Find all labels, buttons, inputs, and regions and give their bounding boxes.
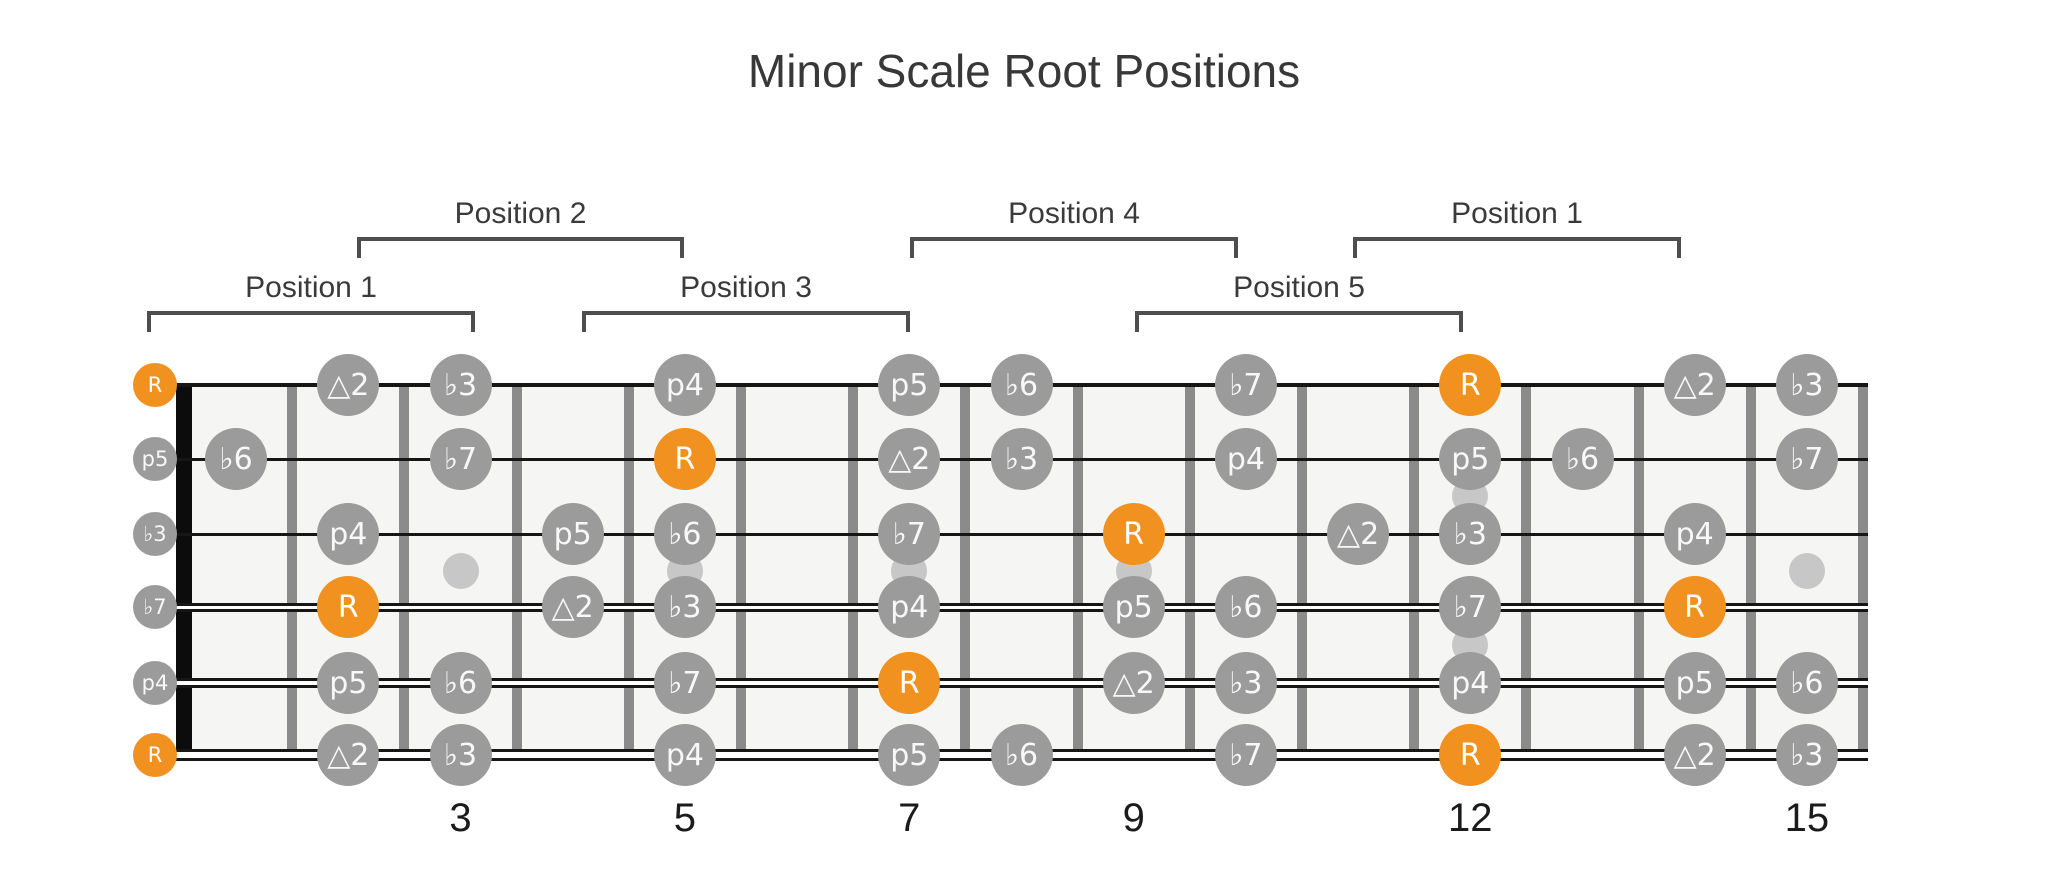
string-line xyxy=(176,602,1868,612)
note-root: R xyxy=(653,428,716,490)
fret-line xyxy=(1184,385,1195,760)
note-interval: ♭3 xyxy=(653,576,716,638)
note-root: R xyxy=(1663,576,1726,638)
fret-line xyxy=(736,385,746,760)
string-line xyxy=(176,678,1868,688)
note-interval: △2 xyxy=(1663,724,1726,786)
note-interval: ♭3 xyxy=(1214,652,1277,714)
note-interval: △2 xyxy=(317,354,380,416)
note-interval: △2 xyxy=(878,428,941,490)
note-interval: ♭6 xyxy=(429,652,492,714)
note-interval: ♭6 xyxy=(205,428,268,490)
fret-line xyxy=(1072,385,1083,760)
fret-line xyxy=(623,385,634,760)
fret-line xyxy=(1297,385,1307,760)
position-bracket xyxy=(357,237,684,258)
note-interval: p4 xyxy=(1214,428,1277,490)
fret-line xyxy=(848,385,859,760)
note-interval: p4 xyxy=(1439,652,1502,714)
position-bracket xyxy=(910,237,1238,258)
note-root: R xyxy=(133,363,177,407)
note-interval: p5 xyxy=(1102,576,1165,638)
note-interval: ♭6 xyxy=(1551,428,1614,490)
note-interval: ♭6 xyxy=(653,503,716,565)
note-interval: △2 xyxy=(1663,354,1726,416)
note-interval: ♭3 xyxy=(133,512,177,556)
note-interval: p4 xyxy=(653,724,716,786)
position-label: Position 3 xyxy=(680,271,812,304)
note-interval: ♭3 xyxy=(990,428,1053,490)
note-root: R xyxy=(1102,503,1165,565)
fret-line xyxy=(960,385,971,760)
note-interval: ♭7 xyxy=(653,652,716,714)
fret-number: 9 xyxy=(1122,796,1145,840)
note-interval: p5 xyxy=(878,354,941,416)
note-interval: ♭7 xyxy=(1214,724,1277,786)
note-interval: ♭6 xyxy=(1775,652,1838,714)
note-interval: p5 xyxy=(541,503,604,565)
position-bracket xyxy=(1135,311,1463,332)
fret-line xyxy=(287,385,298,760)
note-root: R xyxy=(1439,724,1502,786)
note-interval: ♭7 xyxy=(878,503,941,565)
note-interval: △2 xyxy=(317,724,380,786)
position-bracket xyxy=(1353,237,1681,258)
position-label: Position 5 xyxy=(1233,271,1365,304)
note-interval: ♭7 xyxy=(1775,428,1838,490)
note-interval: p4 xyxy=(133,661,177,705)
note-interval: ♭7 xyxy=(429,428,492,490)
note-interval: ♭6 xyxy=(1214,576,1277,638)
fret-line xyxy=(511,385,522,760)
note-interval: ♭7 xyxy=(1439,576,1502,638)
note-interval: ♭6 xyxy=(990,354,1053,416)
note-interval: ♭3 xyxy=(1775,724,1838,786)
note-interval: p4 xyxy=(653,354,716,416)
fret-line xyxy=(1633,385,1644,760)
note-interval: p4 xyxy=(878,576,941,638)
diagram-title: Minor Scale Root Positions xyxy=(747,45,1301,97)
note-interval: p5 xyxy=(317,652,380,714)
fret-number: 12 xyxy=(1448,796,1493,840)
note-interval: p5 xyxy=(1663,652,1726,714)
fret-line xyxy=(399,385,410,760)
note-interval: ♭7 xyxy=(133,585,177,629)
note-interval: p5 xyxy=(1439,428,1502,490)
note-interval: △2 xyxy=(541,576,604,638)
fret-number: 7 xyxy=(898,796,921,840)
fret-line xyxy=(1858,385,1868,760)
position-label: Position 2 xyxy=(454,197,587,230)
position-label: Position 1 xyxy=(1451,197,1583,230)
note-interval: p5 xyxy=(878,724,941,786)
note-root: R xyxy=(1439,354,1502,416)
nut xyxy=(176,385,192,760)
note-interval: △2 xyxy=(1327,503,1390,565)
string-line xyxy=(176,532,1868,536)
fret-number: 15 xyxy=(1784,796,1830,840)
note-root: R xyxy=(878,652,941,714)
note-interval: ♭3 xyxy=(429,724,492,786)
fret-number: 5 xyxy=(673,796,697,840)
note-interval: △2 xyxy=(1102,652,1165,714)
note-interval: ♭7 xyxy=(1214,354,1277,416)
note-interval: ♭3 xyxy=(1439,503,1502,565)
position-label: Position 4 xyxy=(1008,197,1140,230)
position-bracket xyxy=(582,311,910,332)
fret-line xyxy=(1409,385,1420,760)
note-interval: p4 xyxy=(1663,503,1726,565)
note-interval: p5 xyxy=(133,437,177,481)
note-interval: ♭3 xyxy=(1775,354,1838,416)
position-bracket xyxy=(147,311,475,332)
note-interval: p4 xyxy=(317,503,380,565)
fret-line xyxy=(1745,385,1756,760)
note-root: R xyxy=(133,733,177,777)
fret-line xyxy=(1521,385,1532,760)
note-root: R xyxy=(317,576,380,638)
fret-number: 3 xyxy=(449,796,472,840)
fret-marker-dot xyxy=(1788,553,1825,589)
note-interval: ♭3 xyxy=(429,354,492,416)
position-label: Position 1 xyxy=(245,271,377,304)
note-interval: ♭6 xyxy=(990,724,1053,786)
fret-marker-dot xyxy=(442,553,479,589)
